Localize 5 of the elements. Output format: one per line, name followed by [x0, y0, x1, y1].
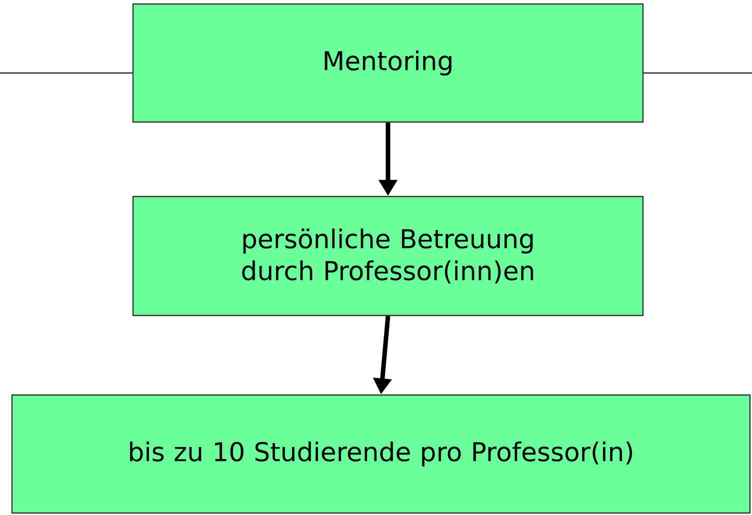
line [0, 72, 133, 74]
process-box: Mentoring [132, 3, 644, 123]
process-box: bis zu 10 Studierende pro Professor(in) [11, 394, 751, 514]
line [643, 72, 752, 74]
process-box: persönliche Betreuung durch Professor(inn)en [132, 196, 644, 316]
